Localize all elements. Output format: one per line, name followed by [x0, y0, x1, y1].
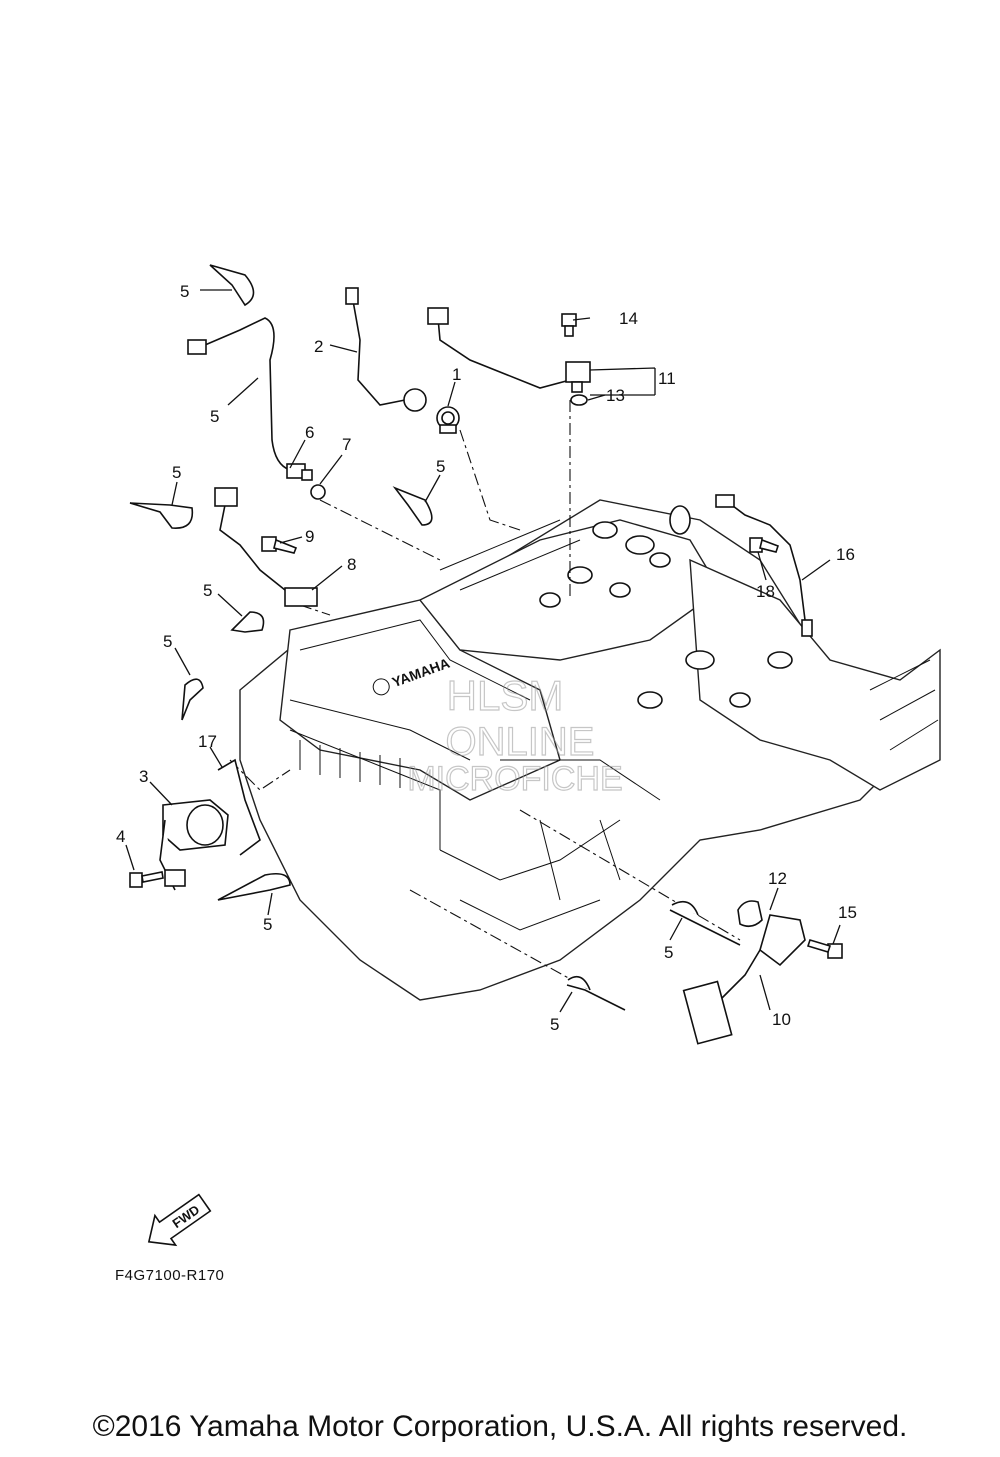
part-7-washer — [310, 484, 326, 500]
assembly-lines — [229, 400, 741, 991]
watermark-line-3: MICROFICHE — [407, 760, 622, 798]
callout-17: 17 — [198, 732, 217, 751]
callout-5: 5 — [550, 1015, 559, 1034]
watermark: HLSM ONLINE MICROFICHE — [407, 671, 624, 798]
leader-lines — [125, 289, 841, 1013]
callout-8: 8 — [347, 555, 356, 574]
callout-5: 5 — [203, 581, 212, 600]
part-1-sensor — [436, 406, 460, 434]
part-12-bolt — [561, 313, 577, 337]
callout-7: 7 — [342, 435, 351, 454]
callout-5: 5 — [210, 407, 219, 426]
callout-5: 5 — [436, 457, 445, 476]
part-8-sensor — [214, 487, 318, 607]
callout-12: 14 — [619, 309, 638, 328]
watermark-line-2: ONLINE — [446, 720, 595, 764]
part-13-sensor — [682, 914, 806, 1045]
part-11-o-ring — [570, 394, 588, 406]
callout-14: 12 — [768, 869, 787, 888]
part-2-sensor-lead — [345, 287, 427, 412]
part-14-gasket — [737, 900, 763, 928]
part-6-sender — [187, 317, 313, 481]
watermark-line-1: HLSM — [447, 672, 564, 719]
callout-5: 5 — [172, 463, 181, 482]
part-16-sensor-lead — [715, 494, 813, 637]
part-3-coil — [159, 799, 229, 891]
callout-5: 5 — [180, 282, 189, 301]
callout-5: 5 — [263, 915, 272, 934]
callout-6: 6 — [305, 423, 314, 442]
part-18-bolt — [749, 537, 780, 553]
parts — [129, 264, 843, 1045]
part-17-bracket — [217, 758, 261, 856]
callout-11: 13 — [606, 386, 625, 405]
callout-16: 16 — [836, 545, 855, 564]
callout-10: 11 — [658, 369, 676, 388]
callout-9: 9 — [305, 527, 314, 546]
part-4-bolt — [129, 871, 164, 888]
copyright-notice: ©2016 Yamaha Motor Corporation, U.S.A. A… — [92, 1410, 908, 1443]
callout-15: 15 — [838, 903, 857, 922]
fwd-arrow: FWD — [147, 1193, 212, 1247]
callout-1: 1 — [452, 365, 461, 384]
part-10-sensor — [427, 307, 591, 393]
diagram-part-code: F4G7100-R170 — [115, 1267, 225, 1284]
callout-13: 10 — [772, 1010, 791, 1029]
callout-4: 4 — [116, 827, 125, 846]
part-15-bolt — [806, 939, 843, 959]
callout-2: 2 — [314, 337, 323, 356]
callout-5: 5 — [664, 943, 673, 962]
part-9-bolt — [261, 536, 298, 554]
callout-5: 5 — [163, 632, 172, 651]
callout-3: 3 — [139, 767, 148, 786]
callout-18: 18 — [756, 582, 775, 601]
callouts: 5 5 2 1 6 7 5 5 9 8 5 5 17 3 4 5 14 11 1… — [116, 282, 857, 1034]
